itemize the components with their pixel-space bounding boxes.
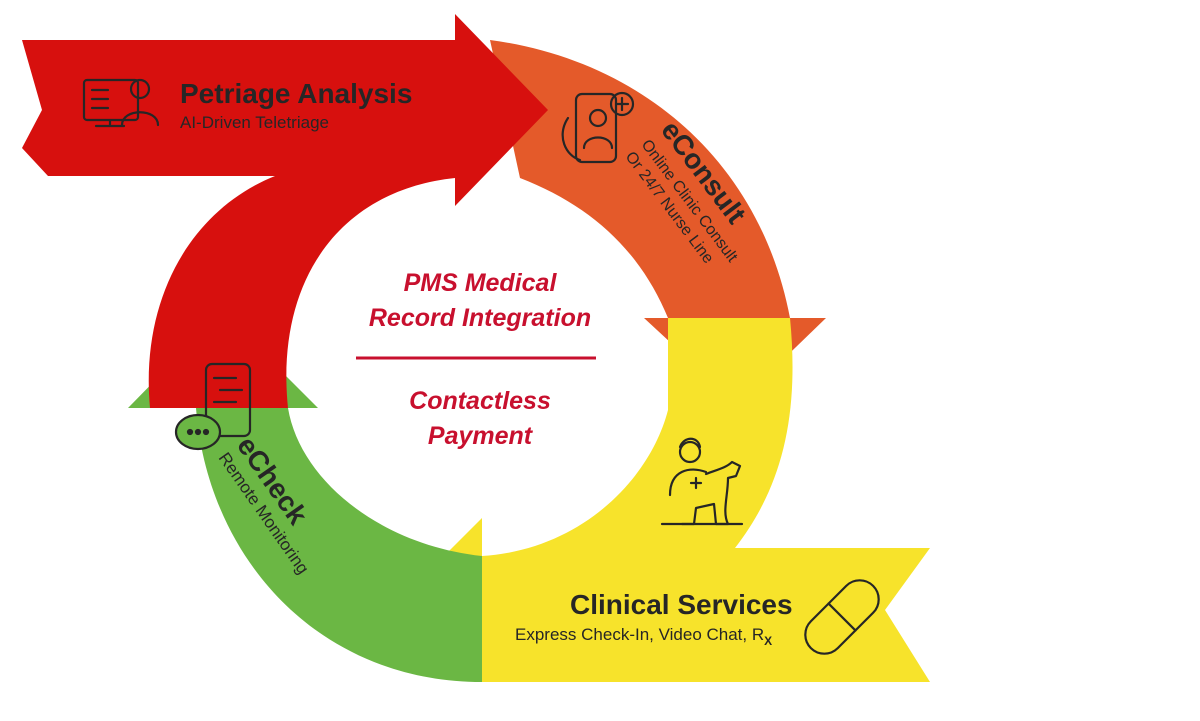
phone-chat-icon xyxy=(174,362,252,451)
center-text-line2: Record Integration xyxy=(369,304,591,332)
center-text-line3: Contactless xyxy=(409,387,551,415)
clinical-title: Clinical Services xyxy=(570,589,793,620)
segment-orange-econsult xyxy=(490,40,826,404)
petriage-title: Petriage Analysis xyxy=(180,78,412,109)
vet-with-dog-icon xyxy=(660,437,744,526)
center-text-line4: Payment xyxy=(428,422,534,450)
pill-capsule-icon xyxy=(804,579,880,655)
segment-yellow-clinical xyxy=(388,318,930,682)
clinical-subtitle-main: Express Check-In, Video Chat, R xyxy=(515,625,764,644)
segment-red-petriage xyxy=(22,14,548,408)
clinical-subtitle-rx-sub: X xyxy=(764,634,772,648)
petriage-subtitle: AI-Driven Teletriage xyxy=(180,113,329,132)
center-text-line1: PMS Medical xyxy=(404,269,558,297)
phone-doctor-icon xyxy=(561,91,635,164)
computer-user-icon xyxy=(82,78,160,128)
clinical-subtitle: Express Check-In, Video Chat, RX xyxy=(515,625,772,648)
